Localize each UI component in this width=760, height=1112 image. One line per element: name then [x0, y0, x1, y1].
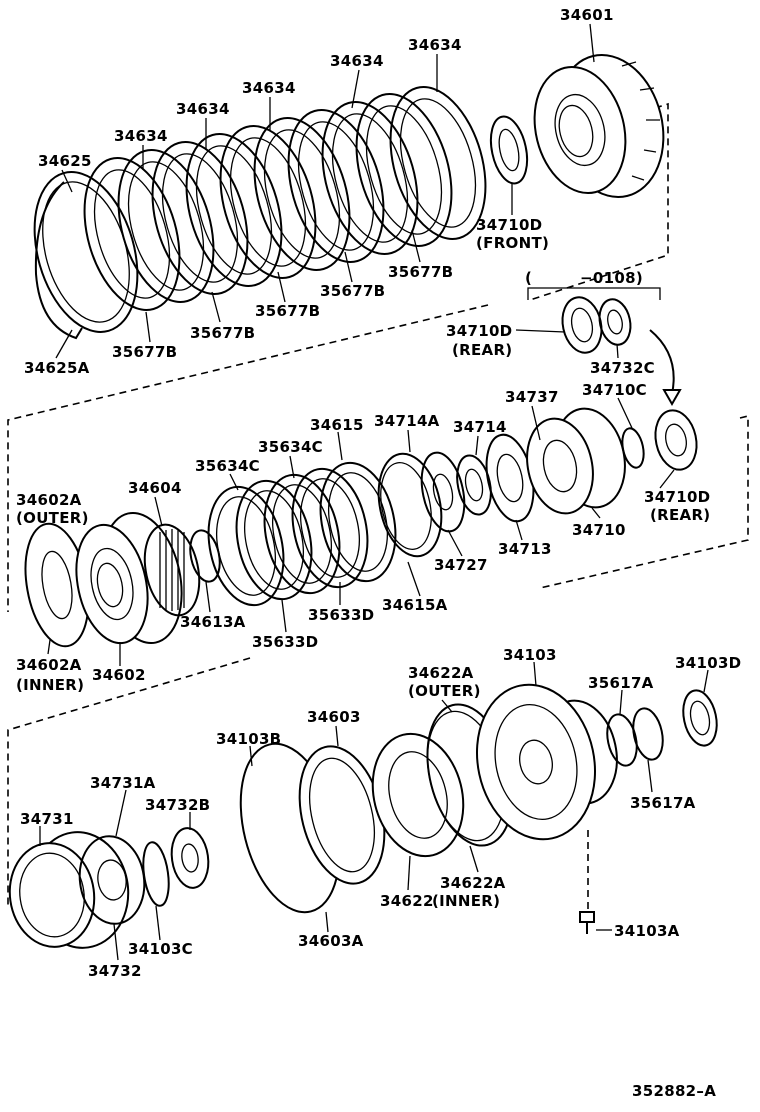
tag-rear-b: (REAR)	[650, 506, 710, 524]
leader-lines	[39, 23, 709, 961]
label-34710D-rear-b: 34710D	[644, 488, 710, 506]
label-34103B: 34103B	[216, 730, 281, 748]
label-35633D-a: 35633D	[308, 606, 374, 624]
tag-outer-b: (OUTER)	[408, 682, 481, 700]
part-34710-planetary-carrier	[526, 407, 626, 515]
assembly-boundary-lines	[7, 102, 749, 908]
label-34634-e: 34634	[114, 127, 168, 145]
label-34634-d: 34634	[176, 100, 230, 118]
label-34625: 34625	[38, 152, 92, 170]
label-34737: 34737	[505, 388, 559, 406]
label-34603A: 34603A	[298, 932, 364, 950]
clutch-pack-top	[33, 54, 665, 340]
label-35617A-b: 35617A	[630, 794, 696, 812]
label-35633D-b: 35633D	[252, 633, 318, 651]
part-34731-drum	[8, 831, 130, 949]
label-35634C-b: 35634C	[195, 457, 260, 475]
bearing-range-group	[527, 287, 682, 407]
part-34625-pressure-plate	[33, 171, 139, 340]
label-34732B: 34732B	[145, 796, 210, 814]
label-34732C: 34732C	[590, 359, 655, 377]
label-34622A-inner: 34622A	[440, 874, 506, 892]
tag-outer-a: (OUTER)	[16, 509, 89, 527]
range-open-paren: (	[525, 269, 532, 287]
label-34732: 34732	[88, 962, 142, 980]
part-34710D-rear-bearing-a	[561, 296, 603, 354]
part-34714-bearing	[456, 454, 492, 516]
part-34604-one-way-clutch	[143, 523, 201, 617]
label-34625A: 34625A	[24, 359, 90, 377]
label-34103: 34103	[503, 646, 557, 664]
diagram-code: 352882–A	[632, 1082, 716, 1100]
label-35617A-a: 35617A	[588, 674, 654, 692]
label-34603: 34603	[307, 708, 361, 726]
label-34103A: 34103A	[614, 922, 680, 940]
part-34710C-washer	[621, 427, 645, 469]
clutch-pack-middle	[24, 407, 698, 648]
part-34103A-bolt	[579, 830, 595, 934]
label-35677B-c: 35677B	[255, 302, 320, 320]
label-35677B-b: 35677B	[320, 282, 385, 300]
middle-clutch-plates	[207, 461, 397, 607]
part-34103D-washer	[682, 689, 718, 747]
label-34604: 34604	[128, 479, 182, 497]
part-34602-hub	[75, 511, 183, 645]
tag-front: (FRONT)	[476, 234, 549, 252]
part-34732B-bearing	[170, 827, 210, 889]
part-35617A-seal-rings	[606, 707, 664, 767]
label-34602A-outer: 34602A	[16, 491, 82, 509]
tag-inner-a: (INNER)	[16, 676, 84, 694]
label-34727: 34727	[434, 556, 488, 574]
install-arrow-head	[662, 389, 682, 407]
clutch-plates	[83, 86, 487, 311]
install-arrow	[649, 329, 675, 395]
part-34622-piston-seal	[371, 732, 465, 858]
label-34714: 34714	[453, 418, 507, 436]
part-34732C-washer	[598, 298, 632, 346]
part-34727-thrust-washer	[420, 451, 466, 533]
tag-rear-a: (REAR)	[452, 341, 512, 359]
label-34602: 34602	[92, 666, 146, 684]
label-35677B-d: 35677B	[190, 324, 255, 342]
label-34613A: 34613A	[180, 613, 246, 631]
part-34103C-snap-ring	[142, 841, 170, 907]
label-34615A: 34615A	[382, 596, 448, 614]
label-34615: 34615	[310, 416, 364, 434]
part-34710D-rear-bearing-b	[654, 409, 698, 471]
label-34634-a: 34634	[408, 36, 462, 54]
label-34713: 34713	[498, 540, 552, 558]
label-34710D-front: 34710D	[476, 216, 542, 234]
part-34710D-front-bearing	[489, 115, 529, 185]
label-34710C: 34710C	[582, 381, 647, 399]
label-34731: 34731	[20, 810, 74, 828]
label-34103D: 34103D	[675, 654, 741, 672]
label-34622A-outer: 34622A	[408, 664, 474, 682]
clutch-pack-bottom	[8, 683, 718, 949]
label-34601: 34601	[560, 6, 614, 24]
label-34103C: 34103C	[128, 940, 193, 958]
label-35677B-e: 35677B	[112, 343, 177, 361]
label-34634-b: 34634	[330, 52, 384, 70]
label-34731A: 34731A	[90, 774, 156, 792]
tag-inner-b: (INNER)	[432, 892, 500, 910]
part-34615-snap-ring	[377, 452, 443, 558]
label-35677B-a: 35677B	[388, 263, 453, 281]
part-34103-case	[475, 683, 618, 841]
part-labels: 34601 34634 34634 34634 34634 34634 3462…	[16, 6, 741, 1100]
part-34601-drum	[533, 54, 665, 198]
label-34710D-rear-a: 34710D	[446, 322, 512, 340]
range-code: −0108)	[580, 269, 643, 287]
label-34622: 34622	[380, 892, 434, 910]
label-34602A-inner: 34602A	[16, 656, 82, 674]
label-35634C-a: 35634C	[258, 438, 323, 456]
label-34714A: 34714A	[374, 412, 440, 430]
label-34710: 34710	[572, 521, 626, 539]
label-34634-c: 34634	[242, 79, 296, 97]
